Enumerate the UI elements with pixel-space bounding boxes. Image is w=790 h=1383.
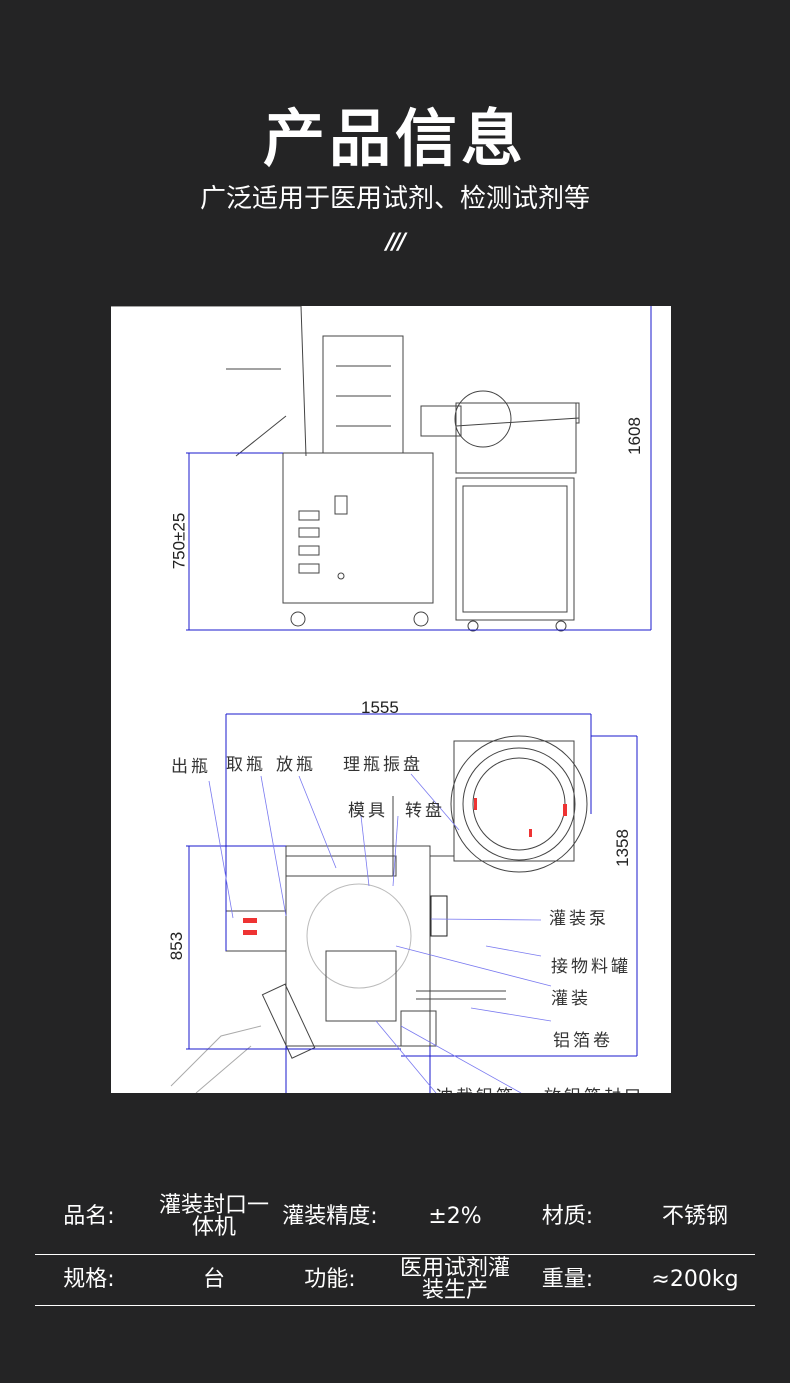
label-foil-seal: 放铝箔封口 — [544, 1082, 644, 1093]
spec-label-weight: 重量: — [541, 1267, 594, 1292]
page-subtitle: 广泛适用于医用试剂、检测试剂等 — [199, 184, 590, 214]
label-material-tank: 接物料罐 — [551, 957, 631, 977]
vibrating-tray-stand — [455, 477, 575, 621]
vibrating-tray-circle — [450, 735, 588, 873]
label-vibrating-tray: 理瓶振盘 — [343, 755, 423, 775]
spec-table: 品名: 灌装封口一体机 灌装精度: ±2% 材质: 不锈钢 规格: 台 功能: … — [35, 1180, 755, 1306]
spec-value-accuracy: ±2% — [428, 1204, 482, 1229]
dim-total-height: 1608 — [624, 417, 644, 455]
decorative-slashes: /// — [385, 230, 406, 255]
spec-label-function: 功能: — [304, 1267, 356, 1292]
spec-row: 规格: 台 功能: 医用试剂灌装生产 重量: ≈200kg — [35, 1255, 755, 1306]
label-foil-punch: 冲裁铝箔 — [436, 1082, 516, 1093]
label-foil-roll: 铝箔卷 — [553, 1031, 613, 1051]
label-bottle-out: 出瓶 — [171, 757, 211, 777]
spec-value-spec: 台 — [202, 1267, 225, 1292]
dim-depth: 1358 — [612, 829, 632, 867]
label-bottle-place: 放瓶 — [276, 755, 316, 775]
machine-technical-drawing: 1608 750±25 1555 1358 853 出瓶 取瓶 放瓶 理瓶振盘 … — [111, 306, 671, 1093]
label-mold: 模具 — [348, 801, 388, 821]
label-filling: 灌装 — [551, 989, 591, 1009]
spec-label-material: 材质: — [541, 1204, 594, 1229]
spec-label-accuracy: 灌装精度: — [282, 1204, 378, 1229]
label-turntable: 转盘 — [405, 801, 445, 821]
spec-label-spec: 规格: — [63, 1267, 115, 1292]
label-filling-pump: 灌装泵 — [549, 909, 609, 929]
spec-row: 品名: 灌装封口一体机 灌装精度: ±2% 材质: 不锈钢 — [35, 1180, 755, 1255]
label-bottle-pick: 取瓶 — [226, 755, 266, 775]
spec-value-material: 不锈钢 — [661, 1204, 728, 1229]
spec-value-name: 灌装封口一体机 — [158, 1193, 269, 1240]
spec-value-weight: ≈200kg — [651, 1267, 739, 1292]
machine-top-assembly — [322, 335, 404, 454]
spec-label-name: 品名: — [63, 1204, 115, 1229]
page-title: 产品信息 — [262, 102, 527, 175]
spec-value-function: 医用试剂灌装生产 — [399, 1256, 510, 1303]
dim-width: 1555 — [361, 698, 399, 717]
dim-depth-main: 853 — [167, 931, 187, 961]
dim-table-height: 750±25 — [169, 512, 189, 570]
drawing-lines — [111, 306, 652, 1093]
